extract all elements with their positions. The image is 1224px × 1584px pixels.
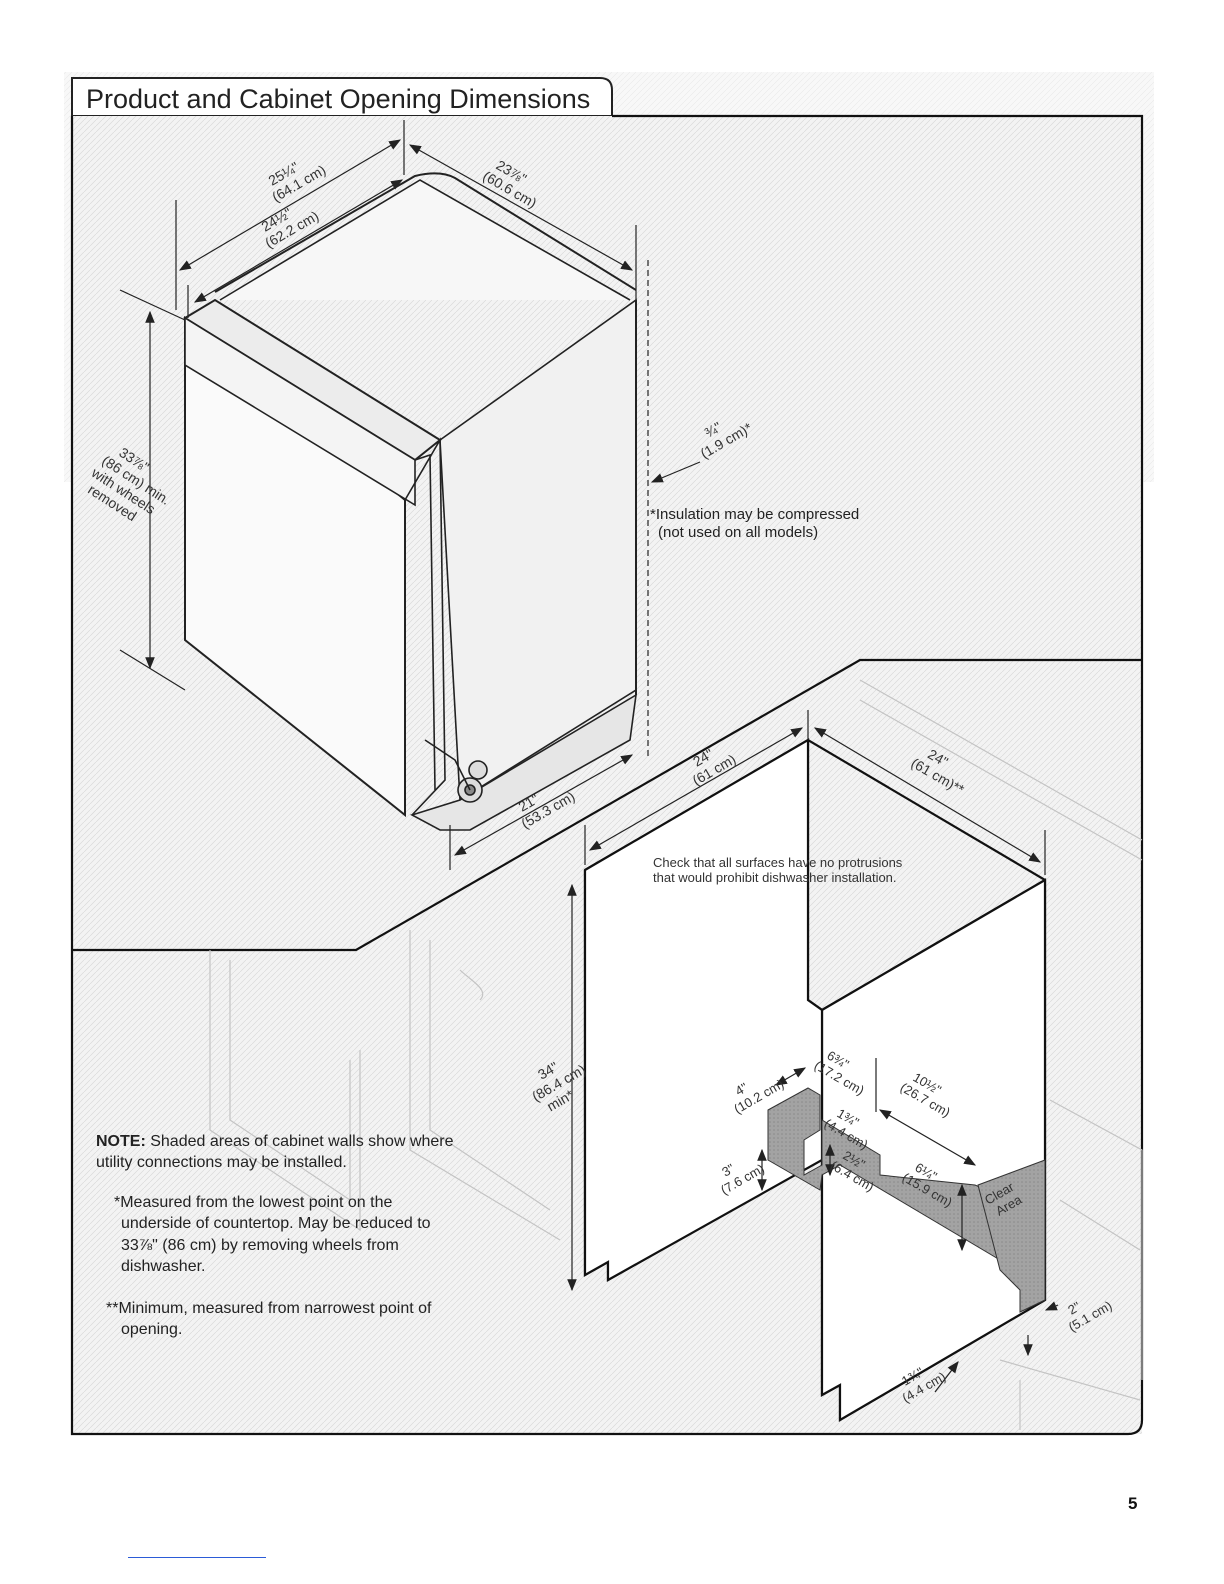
minimum-note-1: **Minimum, measured from narrowest point…: [106, 1300, 432, 1317]
measured-note-1: *Measured from the lowest point on the: [114, 1194, 392, 1211]
section-title: Product and Cabinet Opening Dimensions: [86, 84, 590, 114]
check-note-2: that would prohibit dishwasher installat…: [653, 870, 897, 885]
note-text-1: Shaded areas of cabinet walls show where: [146, 1133, 454, 1150]
insulation-note-2: (not used on all models): [658, 524, 818, 541]
cabinet-dimension-lines: [567, 710, 1059, 1393]
measured-note-4: dishwasher.: [121, 1258, 206, 1275]
note-label: NOTE:: [96, 1133, 146, 1150]
check-note-1: Check that all surfaces have no protrusi…: [653, 855, 903, 870]
svg-text:NOTE: Shaded areas of cabinet: NOTE: Shaded areas of cabinet walls show…: [96, 1133, 454, 1150]
insulation-note-1: *Insulation may be compressed: [650, 506, 859, 523]
footer-rule: [128, 1557, 266, 1558]
notes-block: NOTE: Shaded areas of cabinet walls show…: [96, 1133, 454, 1338]
measured-note-2: underside of countertop. May be reduced …: [121, 1215, 431, 1232]
measured-note-3: 33⅞" (86 cm) by removing wheels from: [121, 1237, 399, 1254]
label-insulation-gap: ¾": [702, 418, 724, 440]
minimum-note-2: opening.: [121, 1321, 182, 1338]
page-number: 5: [1128, 1494, 1138, 1513]
note-text-2: utility connections may be installed.: [96, 1154, 347, 1171]
cabinet-opening-illustration: [583, 738, 1047, 1422]
utility-shaded-areas: [767, 1087, 1046, 1313]
